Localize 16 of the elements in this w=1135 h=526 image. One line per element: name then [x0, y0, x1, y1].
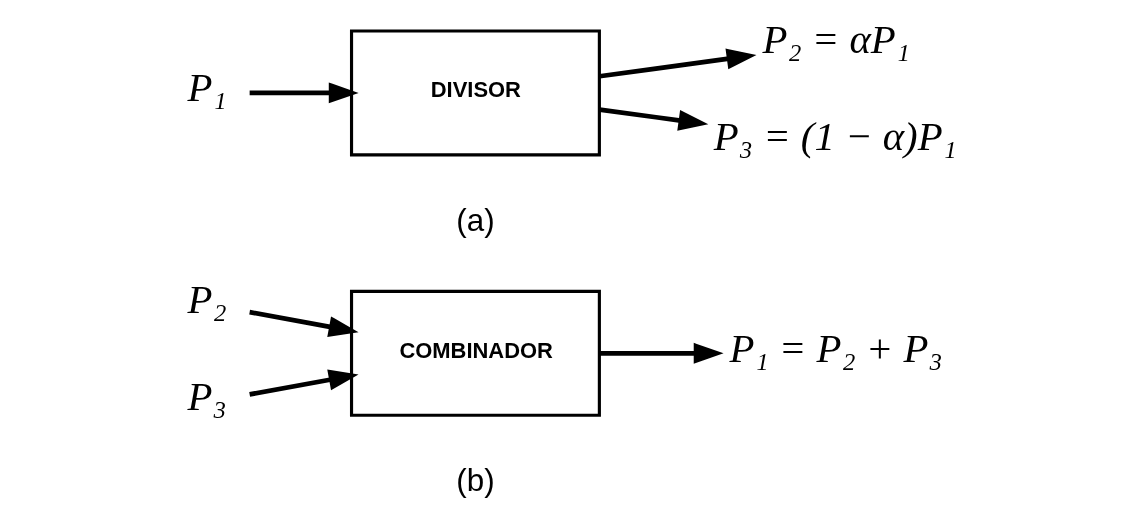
label: (b) — [455, 462, 495, 498]
node-text: P₃ = (1 − α)P₁ — [713, 113, 957, 159]
node-box: COMBINADOR — [349, 289, 601, 417]
arrow — [249, 81, 359, 103]
label: (a) — [455, 202, 495, 238]
node-text: P₁ — [187, 64, 227, 110]
arrow — [248, 309, 359, 337]
node-text: P₂ = αP₁ — [762, 16, 910, 62]
node-text: P₂ — [187, 276, 227, 322]
node-text: P₁ = P₂ + P₃ — [729, 325, 943, 371]
arrow — [599, 342, 724, 364]
arrow — [248, 369, 359, 397]
arrow — [598, 106, 708, 131]
node-box: DIVISOR — [349, 28, 601, 156]
node-text: P₃ — [187, 373, 227, 419]
arrow — [598, 48, 756, 79]
